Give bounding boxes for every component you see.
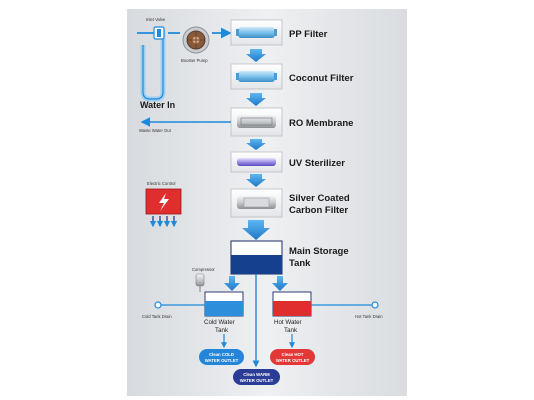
stage-arrows [242, 49, 270, 240]
carbon-filter-label-1: Silver Coated [289, 193, 350, 204]
pp-filter-cartridge-icon [238, 27, 275, 38]
warm-outlet-text-2: WATER OUTLET [240, 378, 274, 383]
cold-drain-label: Cold Tank Drain [142, 314, 172, 319]
arrow-down-1 [246, 49, 266, 62]
warm-outlet-pill [233, 369, 280, 385]
hot-drain-label: Hot Tank Drain [355, 314, 383, 319]
cold-outlet-pill [199, 349, 244, 365]
carbon-filter-label-2: Carbon Filter [289, 205, 348, 216]
inlet-valve-label: Inlet Valve [146, 17, 166, 22]
electric-control-label: Electric Control [147, 181, 175, 186]
uv-sterilizer-label: UV Sterilizer [289, 158, 345, 169]
hot-outlet-text-1: Clean HOT [282, 352, 304, 357]
booster-pump-icon [182, 26, 210, 54]
cold-tank-label-1: Cold Water [204, 319, 235, 326]
lightning-icon [159, 193, 169, 211]
hot-tank-label-1: Hot Water [274, 319, 302, 326]
hot-tank-section: Hot Water Tank Hot Tank Drain Clean HOT … [270, 291, 383, 365]
hot-outlet-pill [270, 349, 315, 365]
stage-silver-carbon-filter: Silver Coated Carbon Filter [230, 188, 350, 218]
stage-uv-sterilizer: UV Sterilizer [230, 151, 345, 173]
main-tank-label-2: Tank [289, 258, 311, 269]
inlet-valve-core [157, 29, 161, 37]
main-tank-label-1: Main Storage [289, 246, 349, 257]
arrow-down-3 [246, 139, 266, 150]
cold-outlet-text-1: Clean COLD [209, 352, 234, 357]
inlet-pipe-core [142, 30, 164, 100]
compressor-label: Compressor [192, 267, 215, 272]
ro-membrane-cartridge-icon [237, 115, 276, 128]
stage-pp-filter: PP Filter [230, 19, 328, 46]
inlet-section: Inlet Valve Booster Pump Water In [137, 17, 232, 110]
hot-drain-valve-icon [371, 301, 379, 309]
hot-outlet-text-2: WATER OUTLET [276, 358, 310, 363]
arrow-down-5 [242, 220, 270, 240]
booster-pump-label: Booster Pump [181, 58, 208, 63]
arrow-down-2 [246, 93, 266, 106]
uv-lamp-icon [237, 158, 276, 166]
hot-tank-water [273, 301, 311, 316]
cold-tank-water [205, 301, 243, 316]
stage-ro-membrane: RO Membrane [230, 107, 353, 137]
stage-coconut-filter: Coconut Filter [230, 63, 354, 90]
warm-outlet-text-1: Clean WARM [243, 372, 270, 377]
arrow-to-cold-tank [224, 276, 240, 291]
electric-control-section: Electric Control [145, 181, 182, 228]
water-in-label: Water In [140, 100, 175, 110]
cold-tank-section: Cold Water Tank Cold Tank Drain Clean CO… [142, 291, 244, 365]
warm-outlet-section: Clean WARM WATER OUTLET [233, 369, 280, 385]
cold-outlet-text-2: WATER OUTLET [205, 358, 239, 363]
coconut-filter-cartridge-icon [238, 71, 275, 82]
ro-membrane-label: RO Membrane [289, 118, 353, 129]
arrow-down-4 [246, 174, 266, 187]
cold-drain-valve-icon [154, 301, 162, 309]
hot-tank-label-2: Tank [284, 327, 298, 334]
arrow-to-hot-tank [272, 276, 288, 291]
waste-water-section: Waste Water Out [139, 117, 231, 133]
compressor-icon [195, 273, 205, 287]
compressor-section: Compressor [192, 267, 215, 292]
cold-tank-label-2: Tank [215, 327, 229, 334]
stage-main-storage-tank: Main Storage Tank [230, 240, 349, 275]
pp-filter-label: PP Filter [289, 29, 328, 40]
waste-water-label: Waste Water Out [139, 128, 172, 133]
coconut-filter-label: Coconut Filter [289, 73, 354, 84]
main-storage-tank-water [231, 255, 282, 274]
heat-arrows-icon [149, 216, 178, 228]
